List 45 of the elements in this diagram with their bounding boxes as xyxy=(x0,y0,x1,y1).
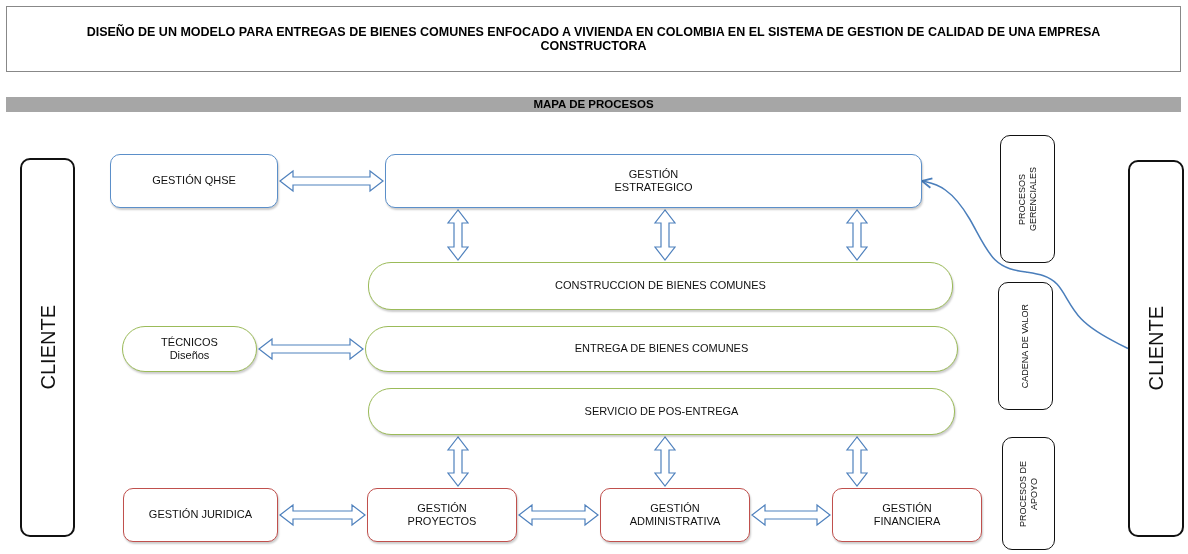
process-pill xyxy=(122,326,257,372)
process-box xyxy=(110,154,278,208)
node-label: GESTIÓN PROYECTOS xyxy=(406,501,478,529)
node-label: CONSTRUCCION DE BIENES COMUNES xyxy=(555,279,766,293)
double-arrow xyxy=(751,503,831,527)
diagram-title: DISEÑO DE UN MODELO PARA ENTREGAS DE BIENES COMUNES ENFOCADO A VIVIENDA EN COLOMBIA EN EL SISTEMA DE GESTION DE CALIDAD DE UNA EMPRESA CONSTRUCTORA xyxy=(6,6,1181,72)
section-heading: MAPA DE PROCESOS xyxy=(6,97,1181,112)
double-arrow xyxy=(845,209,869,261)
node-label: ENTREGA DE BIENES COMUNES xyxy=(574,342,749,356)
connector-arrow xyxy=(921,177,1129,350)
process-pill xyxy=(365,326,958,372)
node-label: GESTIÓN JURIDICA xyxy=(148,508,253,522)
process-pill xyxy=(368,262,953,310)
double-arrow xyxy=(845,436,869,487)
process-box xyxy=(123,488,278,542)
double-arrow xyxy=(279,169,384,193)
node-label: CLIENTE xyxy=(35,305,60,390)
node-label: PROCESOS DE APOYO xyxy=(1017,459,1040,529)
category-box xyxy=(1002,437,1055,550)
node-sublabel: Diseños xyxy=(169,349,210,363)
double-arrow xyxy=(446,436,470,487)
process-pill xyxy=(368,388,955,435)
node-label: SERVICIO DE POS-ENTREGA xyxy=(584,404,739,419)
node-label: PROCESOS GERENCIALES xyxy=(1016,166,1039,233)
double-arrow xyxy=(258,337,364,361)
process-box xyxy=(385,154,922,208)
node-label: CADENA DE VALOR xyxy=(1020,303,1031,389)
process-box xyxy=(600,488,750,542)
node-label: GESTIÓN QHSE xyxy=(152,174,236,188)
process-box xyxy=(367,488,517,542)
double-arrow xyxy=(653,436,677,487)
node-label: GESTIÓN ADMINISTRATIVA xyxy=(628,501,722,529)
actor-box xyxy=(20,158,75,537)
node-label: GESTIÓN FINANCIERA xyxy=(872,501,942,529)
process-box xyxy=(832,488,982,542)
double-arrow xyxy=(653,209,677,261)
double-arrow xyxy=(279,503,366,527)
double-arrow xyxy=(446,209,470,261)
node-label: CLIENTE xyxy=(1144,306,1168,391)
node-label: GESTIÓN ESTRATEGICO xyxy=(613,167,694,195)
double-arrow xyxy=(518,503,599,527)
actor-box xyxy=(1128,160,1184,537)
node-label: TÉCNICOS xyxy=(161,335,218,349)
category-box xyxy=(998,282,1053,410)
category-box xyxy=(1000,135,1055,263)
